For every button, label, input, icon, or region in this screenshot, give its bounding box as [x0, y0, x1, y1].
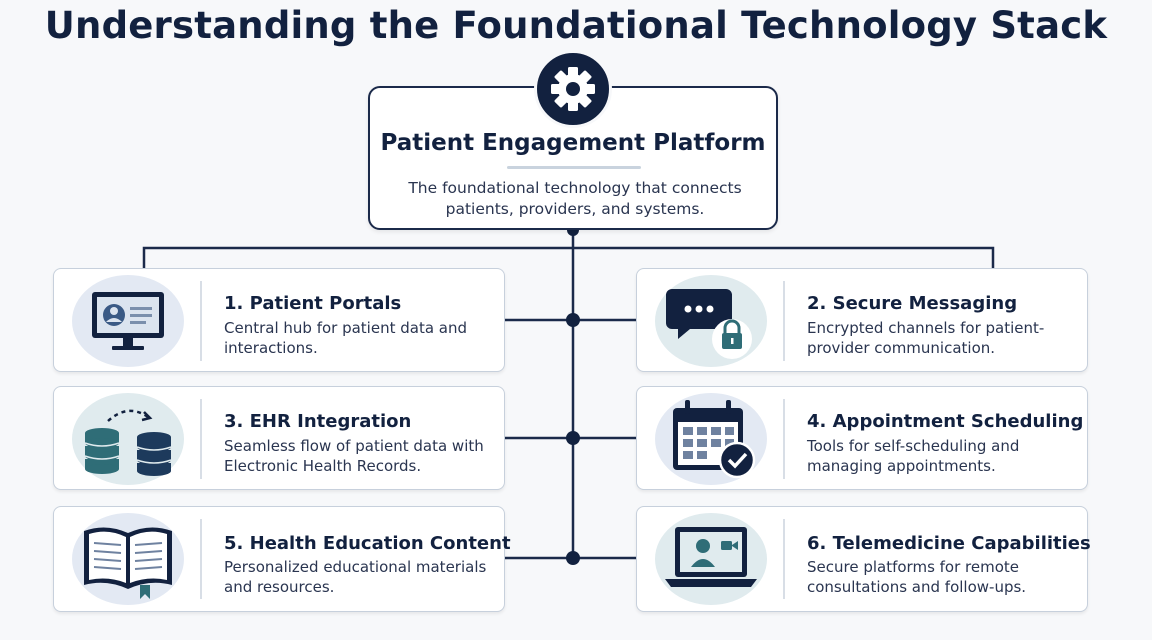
card-title: 5. Health Education Content: [224, 533, 511, 554]
center-platform-box: Patient Engagement Platform The foundati…: [368, 86, 778, 230]
card-title: 2. Secure Messaging: [807, 293, 1018, 314]
gear-icon: [534, 50, 612, 128]
card-description: Tools for self-scheduling and managing a…: [807, 437, 1020, 475]
card-ehr-integration: 3. EHR Integration Seamless flow of pati…: [53, 386, 505, 490]
card-description: Seamless flow of patient data with Elect…: [224, 437, 484, 475]
page-title: Understanding the Foundational Technolog…: [44, 4, 1108, 47]
card-title: 4. Appointment Scheduling: [807, 411, 1084, 432]
card-description: Secure platforms for remote consultation…: [807, 558, 1027, 596]
center-description: The foundational technology that connect…: [408, 179, 742, 218]
card-patient-portals: 1. Patient Portals Central hub for patie…: [53, 268, 505, 372]
computer-user-icon: [72, 275, 184, 367]
card-appointment-scheduling: 4. Appointment Scheduling Tools for self…: [636, 386, 1088, 490]
card-health-education: 5. Health Education Content Personalized…: [53, 506, 511, 612]
calendar-check-icon: [655, 393, 767, 485]
card-title: 3. EHR Integration: [224, 411, 412, 432]
card-description: Personalized educational materials and r…: [224, 558, 487, 596]
card-description: Central hub for patient data and interac…: [224, 319, 468, 357]
card-telemedicine: 6. Telemedicine Capabilities Secure plat…: [636, 506, 1091, 612]
center-divider: [507, 166, 641, 169]
card-title: 6. Telemedicine Capabilities: [807, 533, 1091, 554]
database-sync-icon: [72, 393, 184, 485]
card-secure-messaging: 2. Secure Messaging Encrypted channels f…: [636, 268, 1088, 372]
laptop-video-icon: [655, 513, 767, 605]
chat-lock-icon: [655, 275, 767, 367]
open-book-icon: [72, 513, 184, 605]
card-title: 1. Patient Portals: [224, 293, 402, 314]
card-description: Encrypted channels for patient-provider …: [807, 319, 1045, 357]
center-title: Patient Engagement Platform: [380, 130, 766, 156]
